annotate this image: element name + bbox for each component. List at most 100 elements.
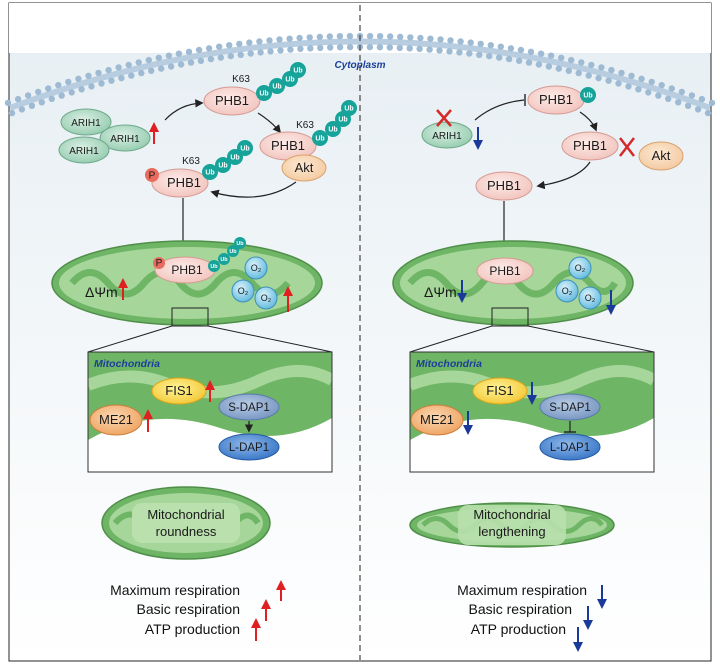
membrane-lipid xyxy=(317,44,324,52)
membrane-lipid xyxy=(417,34,424,42)
membrane-lipid xyxy=(75,75,82,83)
ub-chain: Ub Ub Ub Ub xyxy=(208,237,246,272)
membrane-lipid xyxy=(297,45,304,53)
membrane-lipid xyxy=(595,74,602,82)
shape-label-line1: Mitochondrial xyxy=(147,507,224,522)
phb1-node xyxy=(203,86,261,116)
membrane-lipid xyxy=(14,95,22,103)
membrane-lipid xyxy=(635,86,642,93)
svg-text:O₂: O₂ xyxy=(585,293,596,303)
zoom-region xyxy=(491,307,529,327)
membrane-lipid xyxy=(507,45,515,52)
membrane-lipid xyxy=(118,74,125,82)
membrane-lipid xyxy=(138,69,145,77)
membrane-lipid xyxy=(247,50,254,57)
membrane-lipid xyxy=(38,99,45,106)
phb1-node xyxy=(476,257,534,285)
delta-psi-label: ΔΨm xyxy=(424,284,457,300)
me21-label: ME21 xyxy=(420,412,454,427)
arih1-label: ARIH1 xyxy=(110,134,140,145)
membrane-lipid xyxy=(437,36,444,43)
arrow-akt-to-pphb1 xyxy=(210,181,297,198)
membrane-lipid xyxy=(426,46,433,53)
membrane-lipid xyxy=(688,92,696,99)
membrane-lipid xyxy=(525,59,533,66)
cell-membrane xyxy=(4,32,716,117)
arih1-label: ARIH1 xyxy=(71,118,101,129)
membrane-lipid xyxy=(704,109,712,117)
ub-chain: Ub Ub Ub Ub xyxy=(202,140,253,180)
membrane-lipid xyxy=(366,32,374,40)
membrane-lipid xyxy=(326,33,333,40)
phb1-label: PHB1 xyxy=(489,264,521,278)
svg-text:Ub: Ub xyxy=(218,163,227,170)
svg-text:Ub: Ub xyxy=(220,257,228,263)
membrane-lipid xyxy=(476,51,483,58)
membrane-lipid xyxy=(645,89,652,96)
membrane-lipid xyxy=(327,44,334,51)
membrane-lipid xyxy=(545,63,553,70)
membrane-lipid xyxy=(306,34,313,41)
membrane-lipid xyxy=(416,45,423,53)
phb1-label: PHB1 xyxy=(215,93,249,108)
arih1-label: ARIH1 xyxy=(69,146,99,157)
sdap1-node xyxy=(218,393,280,421)
phb1-label: PHB1 xyxy=(573,138,607,153)
membrane-lipid xyxy=(698,95,706,103)
membrane-lipid xyxy=(618,69,625,77)
membrane-lipid xyxy=(487,42,494,49)
membrane-lipid xyxy=(207,55,215,63)
membrane-lipid xyxy=(88,83,95,90)
membrane-lipid xyxy=(105,66,112,74)
membrane-lipid xyxy=(287,46,294,53)
membrane-lipid xyxy=(336,44,344,51)
membrane-lipid xyxy=(628,72,635,80)
ub-chain: Ub Ub Ub Ub xyxy=(312,100,357,146)
membrane-lipid xyxy=(457,38,464,45)
membrane-lipid xyxy=(115,64,122,71)
svg-text:Ub: Ub xyxy=(285,77,294,84)
membrane-lipid xyxy=(406,45,413,52)
o2-cluster: O₂ O₂ O₂ xyxy=(555,256,602,310)
phb1-node xyxy=(151,168,209,198)
membrane-lipid xyxy=(257,49,264,56)
phospho-label: P xyxy=(156,258,163,269)
membrane-lipid xyxy=(165,52,173,59)
membrane-lipid xyxy=(286,35,293,42)
svg-text:O₂: O₂ xyxy=(238,286,249,296)
membrane-lipid xyxy=(158,65,165,72)
svg-text:Ub: Ub xyxy=(240,146,249,153)
membrane-lipid xyxy=(447,37,454,44)
membrane-lipid xyxy=(387,33,394,40)
membrane-lipid xyxy=(527,48,535,55)
resp-label-basic: Basic respiration xyxy=(469,601,573,617)
membrane-lipid xyxy=(8,109,16,117)
k63-label: K63 xyxy=(296,120,314,131)
phb1-node xyxy=(561,131,619,161)
membrane-lipid xyxy=(456,49,463,56)
inhibit-x xyxy=(436,109,452,127)
membrane-lipid xyxy=(177,61,185,68)
svg-text:Ub: Ub xyxy=(236,241,244,247)
membrane-lipid xyxy=(24,92,32,99)
figure-frame xyxy=(8,2,712,662)
membrane-lipid xyxy=(558,54,565,61)
svg-text:Ub: Ub xyxy=(272,84,281,91)
membrane-lipid xyxy=(95,69,102,77)
membrane-lipid xyxy=(625,83,632,90)
fis1-node xyxy=(151,377,207,405)
membrane-lipid xyxy=(48,95,55,103)
membrane-lipid xyxy=(477,40,484,48)
membrane-lipid xyxy=(55,81,62,89)
membrane-lipid xyxy=(565,67,572,75)
inhibit-x xyxy=(619,137,635,157)
membrane-lipid xyxy=(237,51,244,58)
membrane-lipid xyxy=(515,57,523,64)
membrane-lipid xyxy=(386,44,393,51)
delta-psi-label: ΔΨm xyxy=(85,284,118,300)
ldap1-node xyxy=(218,433,280,461)
membrane-lipid xyxy=(4,99,12,107)
membrane-lipid xyxy=(505,55,513,63)
membrane-lipid xyxy=(187,59,195,66)
